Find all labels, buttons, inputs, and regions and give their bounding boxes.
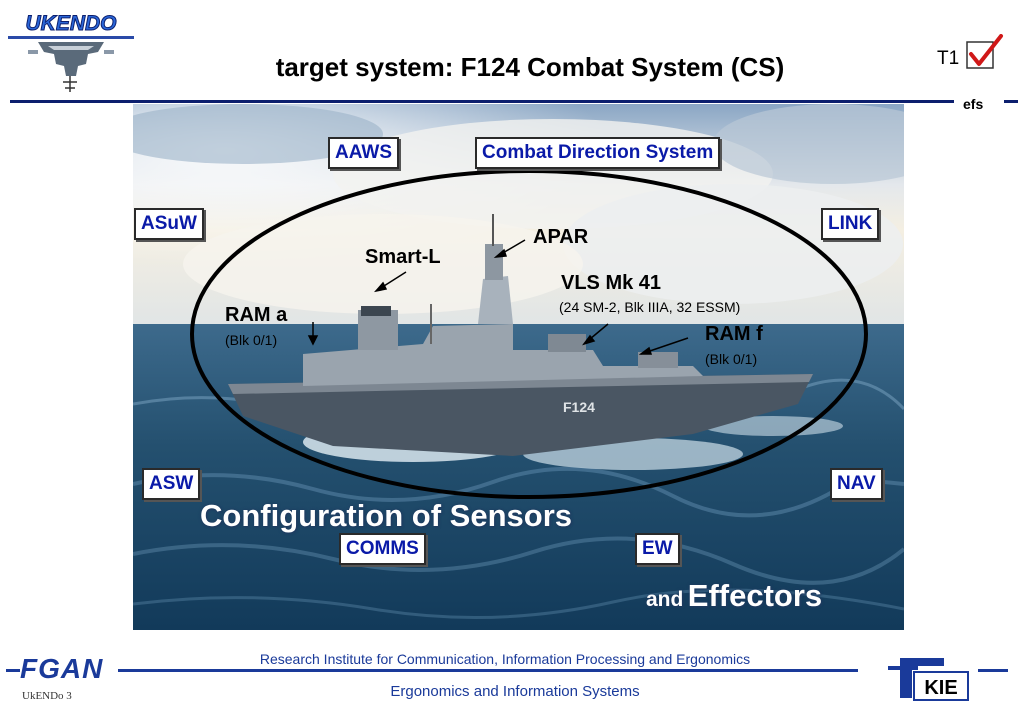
kie-wordmark: KIE [924,677,957,699]
footer-rule-left [6,669,20,672]
apar-label: APAR [533,226,589,248]
vls-mk41-detail: (24 SM-2, Blk IIIA, 32 ESSM) [559,299,741,315]
slide-number: UkENDo 3 [22,690,72,702]
ship-illustration: F124 AAWS Combat Direction System ASuW L… [133,104,904,630]
fkie-logo: KIE [874,652,974,702]
ram-f-label: RAM f [705,323,763,345]
footer-rule-right [978,669,1008,672]
institute-name: Research Institute for Communication, In… [259,651,751,667]
ram-a-label: RAM a [225,304,288,326]
footer-rule [118,669,858,672]
caption-configuration: Configuration of Sensors [200,498,572,533]
slide-tag: T1 [937,48,960,69]
ram-a-detail: (Blk 0/1) [225,332,278,348]
department-name: Ergonomics and Information Systems [390,683,640,700]
aaws-box: AAWS [328,137,399,169]
caption-and: and [646,588,684,611]
ew-box: EW [635,533,680,565]
header-divider [10,100,954,103]
fgan-logo: FGAN [20,653,104,684]
link-box: LINK [821,208,880,240]
page-title: target system: F124 Combat System (CS) [275,52,785,82]
smart-l-label: Smart-L [365,246,441,268]
logo-wordmark: UKENDO [25,12,116,35]
nav-box: NAV [830,468,883,500]
header-divider-tail [1004,100,1018,103]
asw-box: ASW [142,468,201,500]
ram-f-detail: (Blk 0/1) [705,351,758,367]
checkbox-checked-icon [965,34,1005,74]
comms-box: COMMS [339,533,426,565]
caption-effectors-word: Effectors [687,578,823,613]
combat-direction-system-box: Combat Direction System [475,137,721,169]
corner-label: efs [963,96,984,112]
hull-number: F124 [563,399,595,415]
asuw-box: ASuW [134,208,204,240]
ukendo-logo: UKENDO [8,6,134,94]
vls-mk41-label: VLS Mk 41 [561,272,662,294]
caption-effectors: and Effectors [646,578,822,614]
